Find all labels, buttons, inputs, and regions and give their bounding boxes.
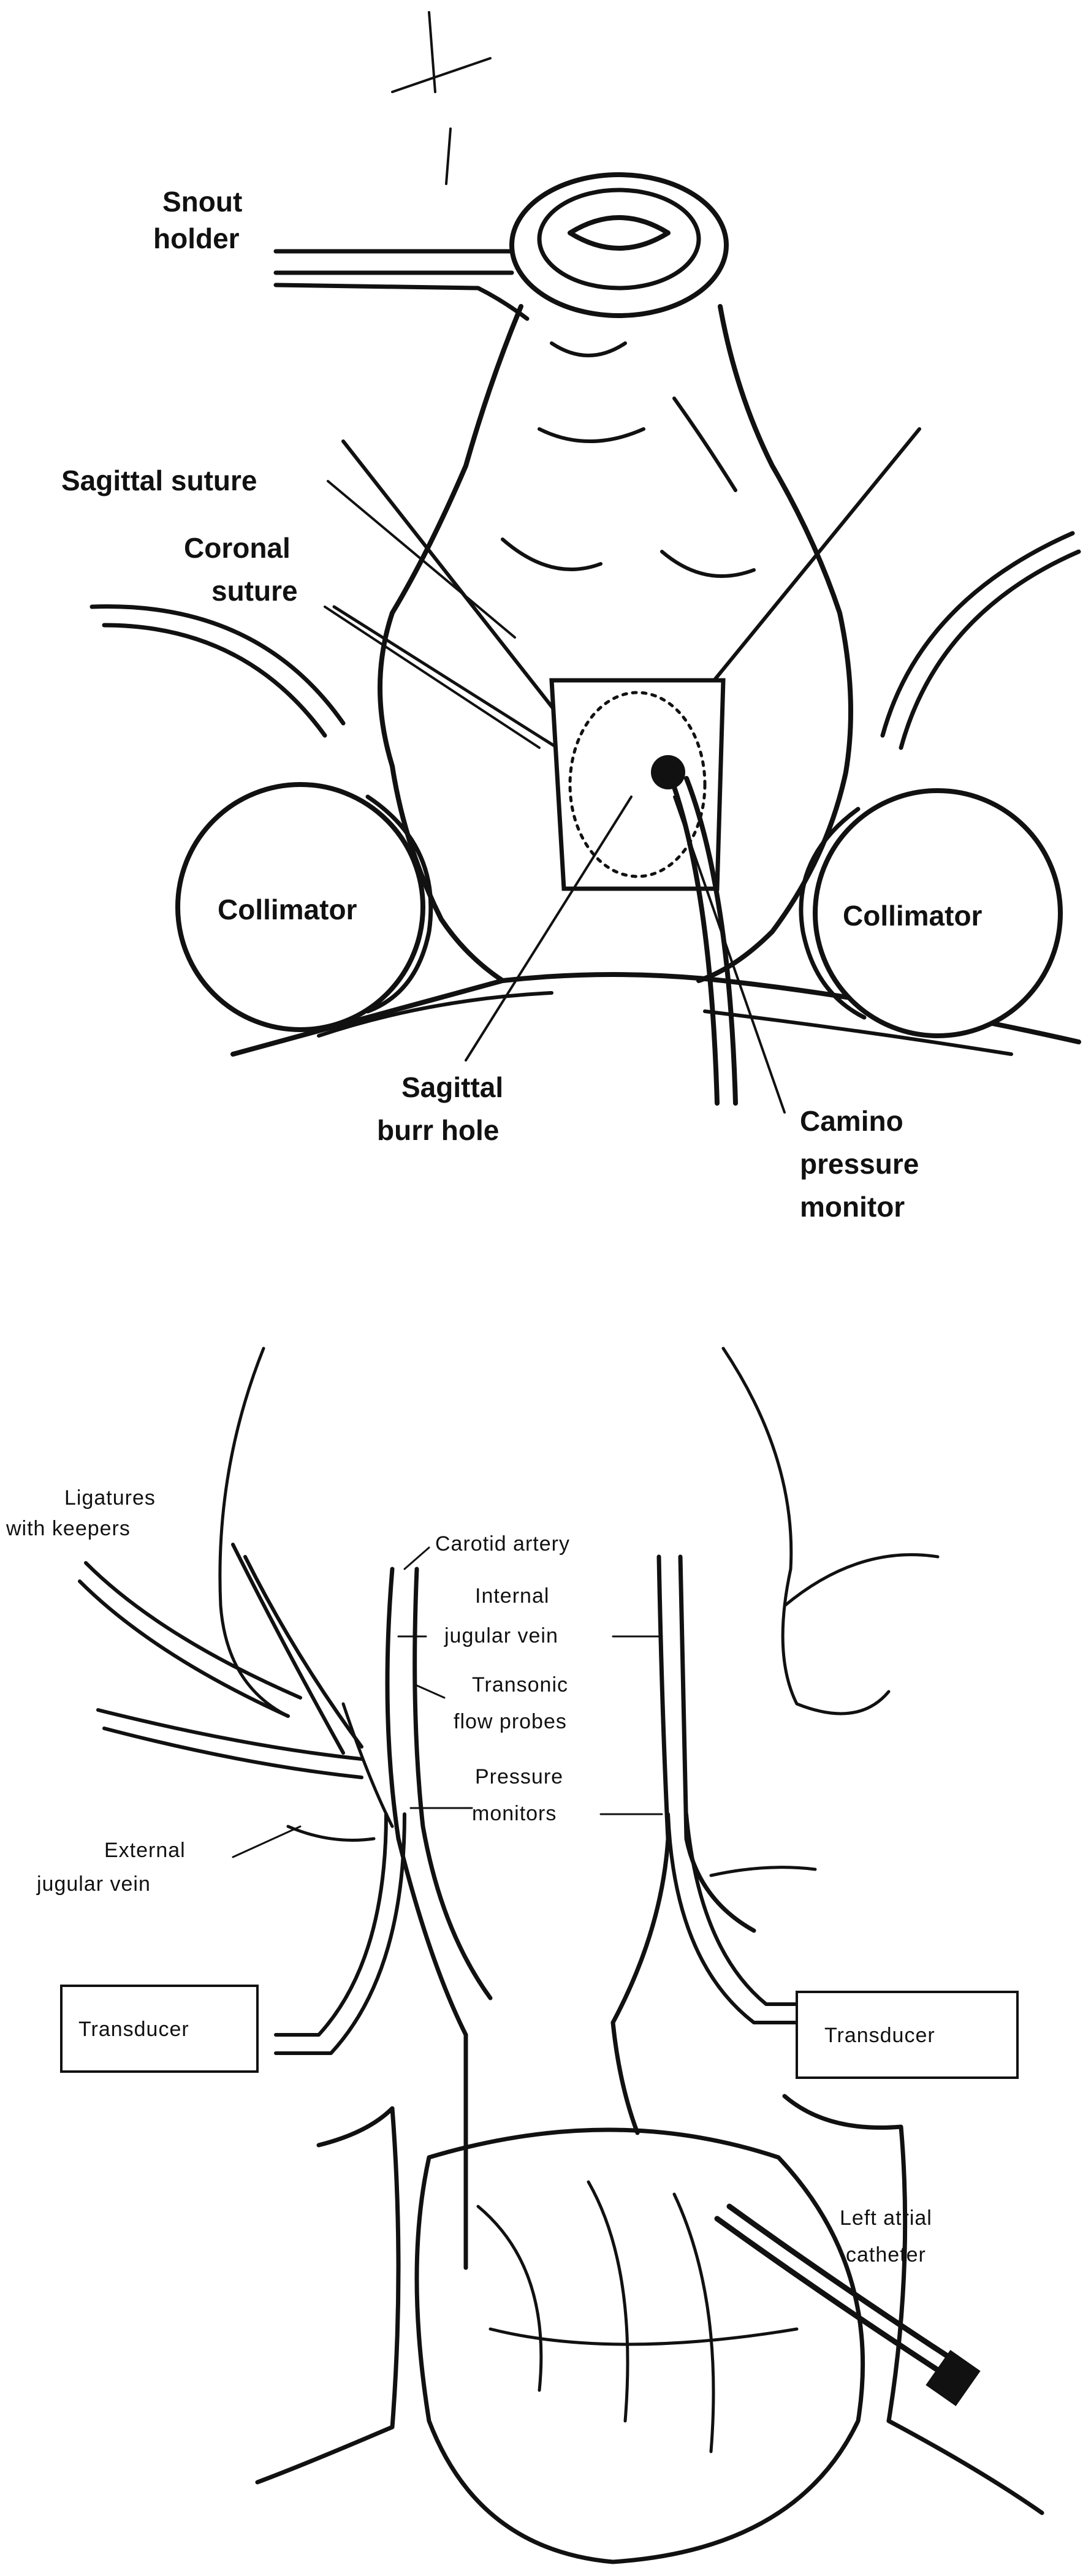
skull-window bbox=[552, 680, 723, 889]
coronal-suture-label-2: suture bbox=[211, 575, 298, 607]
left-atrial-label-1: Left atrial bbox=[840, 2206, 932, 2230]
sagittal-suture-label: Sagittal suture bbox=[61, 465, 257, 496]
left-atrial-catheter-2 bbox=[729, 2206, 962, 2366]
body-contour-right-2 bbox=[785, 1555, 938, 1606]
camino-label-2: pressure bbox=[800, 1148, 919, 1180]
catheter-cap bbox=[926, 2350, 980, 2406]
left-atrial-catheter bbox=[717, 2219, 950, 2378]
transonic-label-2: flow probes bbox=[454, 1710, 567, 1733]
collimator-right-label: Collimator bbox=[843, 900, 983, 932]
snout-holder-label-1: Snout bbox=[162, 186, 242, 218]
bottom-leader-lines bbox=[233, 1548, 662, 1857]
transducer-left-label: Transducer bbox=[78, 2018, 189, 2041]
coronal-suture-label-1: Coronal bbox=[184, 532, 291, 564]
body-contour-right bbox=[723, 1348, 889, 1714]
sagittal-burr-label-1: Sagittal bbox=[401, 1071, 503, 1103]
camino-label-3: monitor bbox=[800, 1191, 905, 1223]
transonic-label-1: Transonic bbox=[472, 1673, 568, 1696]
ligatures-label-1: Ligatures bbox=[64, 1486, 156, 1510]
aortic-trunk bbox=[466, 2023, 637, 2268]
internal-jugular-label-1: Internal bbox=[475, 1584, 549, 1608]
body-contour-left bbox=[220, 1348, 288, 1716]
left-atrial-label-2: catheter bbox=[846, 2243, 926, 2266]
internal-jugular-label-2: jugular vein bbox=[444, 1624, 558, 1647]
transducer-right-label: Transducer bbox=[824, 2024, 935, 2047]
pressure-label-1: Pressure bbox=[475, 1765, 563, 1788]
snout-holder bbox=[276, 175, 726, 319]
heart-region bbox=[257, 2096, 1042, 2562]
snout-holder-label-2: holder bbox=[153, 222, 240, 254]
external-jugular-label-1: External bbox=[104, 1839, 186, 1862]
collimator-left-label: Collimator bbox=[218, 894, 357, 925]
pressure-label-2: monitors bbox=[472, 1802, 557, 1825]
pressure-line-left bbox=[276, 1814, 386, 2035]
bottom-figure: Ligatures with keepers Carotid artery In… bbox=[6, 1348, 1042, 2562]
top-marks bbox=[392, 12, 490, 184]
ligatures-label-2: with keepers bbox=[6, 1517, 131, 1540]
pressure-line-right-2 bbox=[686, 1814, 797, 2004]
camino-label-1: Camino bbox=[800, 1105, 903, 1137]
right-vessels bbox=[613, 1557, 815, 2023]
sagittal-burr-label-2: burr hole bbox=[377, 1114, 499, 1146]
carotid-label: Carotid artery bbox=[435, 1532, 570, 1556]
top-figure: Snout holder Sagittal suture Coronal sut… bbox=[61, 12, 1079, 1223]
external-jugular-label-2: jugular vein bbox=[36, 1872, 151, 1896]
burr-hole bbox=[651, 755, 685, 789]
